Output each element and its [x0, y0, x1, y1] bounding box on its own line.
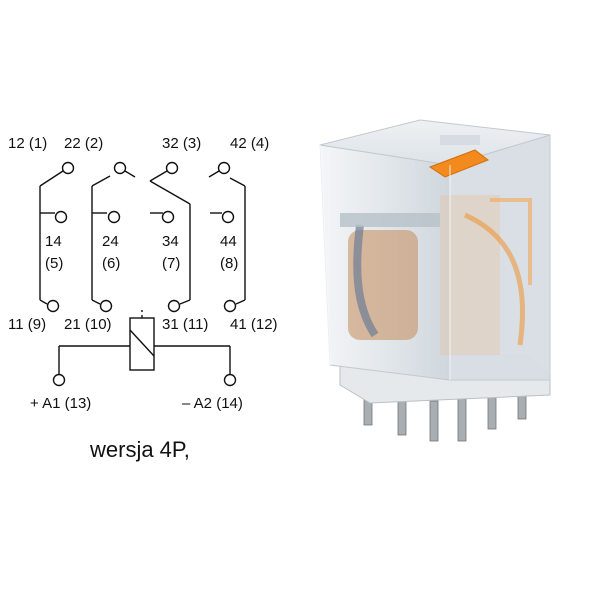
- terminal-label-44: 44: [220, 233, 237, 250]
- contact-group-4: [208, 161, 246, 313]
- terminal-label-34-pin: (7): [162, 255, 181, 272]
- relay-photo: [319, 119, 551, 442]
- terminal-label-24: 24: [102, 233, 119, 250]
- terminal-label-22: 22 (2): [64, 135, 104, 152]
- contact-group-2: [91, 161, 136, 313]
- terminal-label-12: 12 (1): [8, 135, 48, 152]
- actuator-tab: [428, 149, 490, 178]
- terminal-label-41: 41 (12): [230, 316, 278, 333]
- coil-label-a2: – A2 (14): [182, 395, 243, 412]
- terminal-label-34: 34: [162, 233, 179, 250]
- coil-label-a1: + A1 (13): [30, 395, 92, 412]
- terminal-label-42: 42 (4): [230, 135, 270, 152]
- terminal-label-14: 14: [45, 233, 62, 250]
- terminal-label-44-pin: (8): [220, 255, 239, 272]
- relay-schematic: [39, 161, 246, 387]
- terminal-label-11: 11 (9): [8, 316, 47, 333]
- relay-coil: [52, 310, 237, 387]
- terminal-label-31: 31 (11): [162, 316, 209, 333]
- contact-group-3: [149, 161, 191, 313]
- terminal-label-24-pin: (6): [102, 255, 121, 272]
- version-caption: wersja 4P,: [90, 437, 190, 462]
- contact-group-1: [39, 161, 75, 313]
- terminal-label-14-pin: (5): [45, 255, 64, 272]
- terminal-label-32: 32 (3): [162, 135, 202, 152]
- terminal-label-21: 21 (10): [64, 316, 112, 333]
